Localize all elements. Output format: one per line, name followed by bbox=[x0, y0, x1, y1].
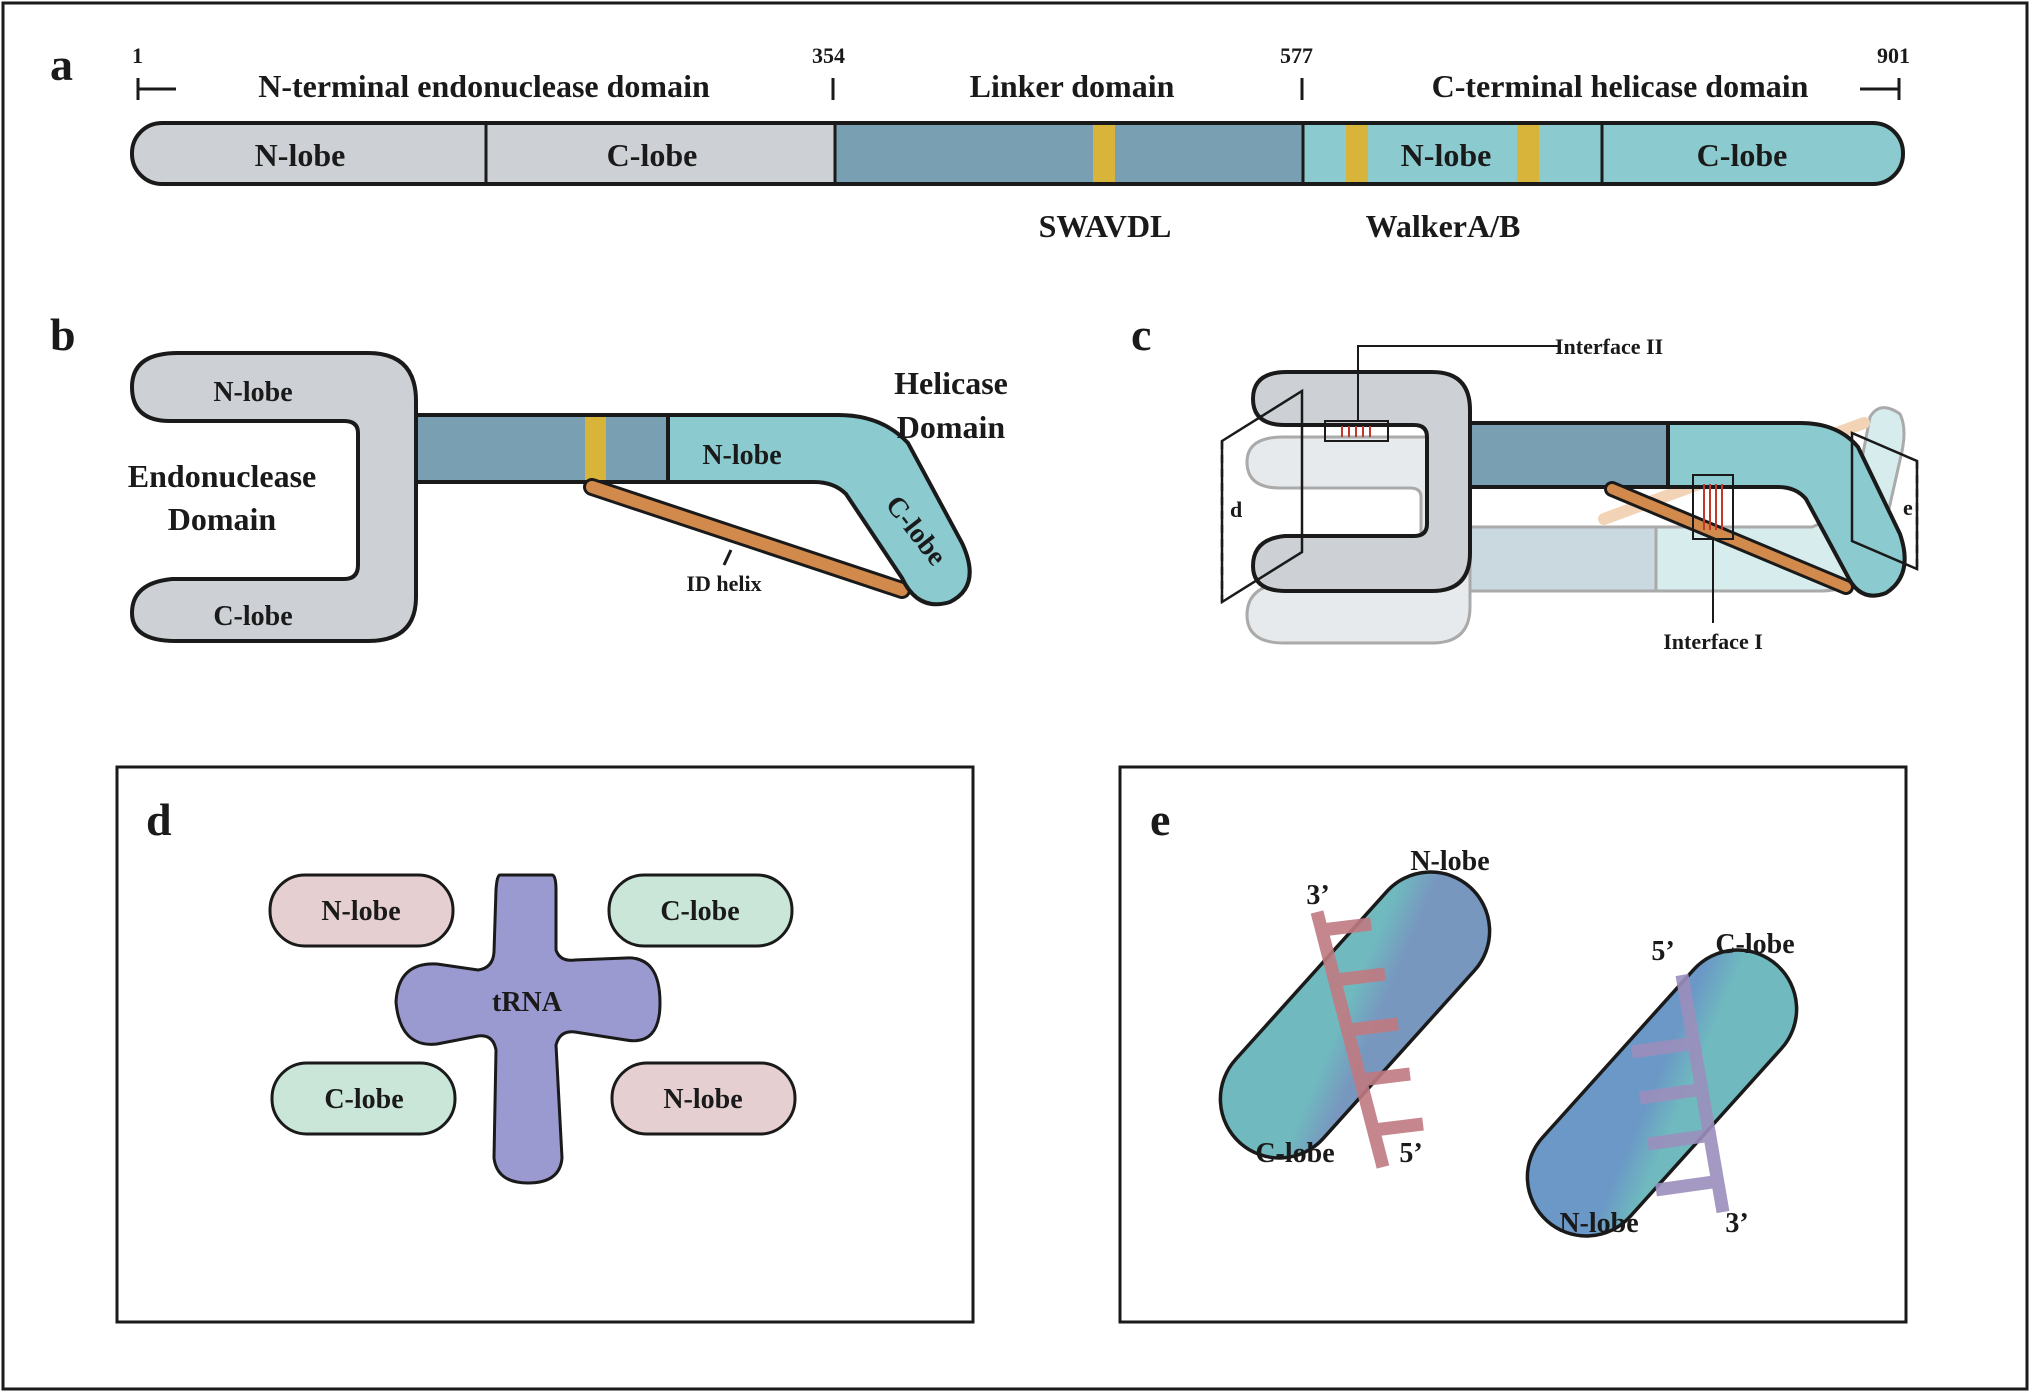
position-354: 354 bbox=[812, 43, 845, 68]
d-top-left-label: N-lobe bbox=[321, 896, 400, 927]
helicase-bent-shape bbox=[666, 413, 972, 607]
plane-d-outline bbox=[1220, 388, 1304, 605]
plane-d-label: d bbox=[1230, 497, 1242, 522]
e-right-3prime: 3’ bbox=[1725, 1208, 1748, 1239]
e-left-top-label: N-lobe bbox=[1410, 846, 1489, 877]
domain-title-endonuclease: N-terminal endonuclease domain bbox=[258, 68, 710, 104]
d-bottom-left-lobe bbox=[270, 1061, 457, 1136]
segment-hel-n-lobe: N-lobe bbox=[1401, 137, 1492, 173]
domain-title-linker: Linker domain bbox=[970, 68, 1175, 104]
e-right-top-label: C-lobe bbox=[1715, 929, 1794, 960]
linker-motif bbox=[585, 417, 606, 480]
plane-e-outline bbox=[1850, 431, 1919, 571]
position-901: 901 bbox=[1877, 43, 1910, 68]
position-markers bbox=[136, 78, 1901, 100]
id-helix-fill bbox=[586, 481, 908, 596]
d-bottom-right-lobe bbox=[610, 1061, 797, 1136]
e-left-bottom-label: C-lobe bbox=[1255, 1138, 1334, 1169]
e-left-3prime: 3’ bbox=[1306, 880, 1329, 911]
panel-b: b N-lobe C-lobe Endonuclease Domain N-lo… bbox=[50, 309, 1008, 643]
trna-cross bbox=[394, 873, 662, 1185]
segment-hel-c-lobe: C-lobe bbox=[1697, 137, 1788, 173]
e-left-5prime: 5’ bbox=[1399, 1138, 1422, 1169]
endo-domain-label-1: Endonuclease bbox=[128, 458, 316, 494]
bar-linker bbox=[835, 123, 1303, 184]
panel-e-frame bbox=[1118, 765, 1908, 1324]
panel-a: a 1 354 577 901 N-terminal endonuclease … bbox=[50, 39, 1910, 244]
bar-endonuclease bbox=[132, 123, 835, 184]
trna-label: tRNA bbox=[492, 987, 563, 1018]
endonuclease-u-shape bbox=[129, 351, 418, 643]
id-helix-label: ID helix bbox=[686, 571, 761, 596]
e-left-capsule bbox=[1218, 870, 1492, 1160]
interface-1-marks bbox=[1703, 484, 1723, 530]
endo-c-lobe-label: C-lobe bbox=[213, 601, 292, 632]
e-left-strand bbox=[1310, 910, 1424, 1169]
domain-bar bbox=[132, 123, 1903, 184]
position-1: 1 bbox=[132, 43, 143, 68]
motif-label-walker: WalkerA/B bbox=[1366, 208, 1521, 244]
e-right-pair: C-lobe N-lobe 5’ 3’ bbox=[1525, 929, 1799, 1239]
panel-c: c d e bbox=[1131, 309, 1919, 654]
motif-label-swavdl: SWAVDL bbox=[1039, 208, 1172, 244]
hel-n-lobe-label: N-lobe bbox=[702, 440, 781, 471]
linker-bar bbox=[414, 413, 670, 484]
endo-domain-label-2: Domain bbox=[168, 501, 277, 537]
motif-walker-a bbox=[1346, 123, 1368, 184]
e-right-bottom-label: N-lobe bbox=[1559, 1208, 1638, 1239]
hel-domain-label-2: Domain bbox=[897, 409, 1006, 445]
segment-endo-c-lobe: C-lobe bbox=[607, 137, 698, 173]
position-577: 577 bbox=[1280, 43, 1313, 68]
interface-2-label: Interface II bbox=[1555, 334, 1663, 359]
front-helicase bbox=[1666, 421, 1907, 598]
interface-2-marks bbox=[1341, 426, 1371, 437]
d-bottom-left-label: C-lobe bbox=[324, 1084, 403, 1115]
panel-e-letter: e bbox=[1150, 794, 1170, 845]
back-linker bbox=[1468, 525, 1658, 593]
hel-domain-label-1: Helicase bbox=[894, 365, 1008, 401]
e-right-strand bbox=[1631, 973, 1730, 1214]
motif-swavdl bbox=[1093, 123, 1115, 184]
e-left-pair: N-lobe C-lobe 3’ 5’ bbox=[1218, 846, 1492, 1169]
plane-d: d bbox=[1220, 388, 1304, 605]
bar-outline bbox=[130, 121, 1905, 186]
front-linker bbox=[1468, 421, 1670, 489]
id-helix-pointer bbox=[722, 549, 733, 566]
panel-b-letter: b bbox=[50, 309, 76, 360]
d-top-left-lobe bbox=[268, 873, 455, 948]
d-top-right-label: C-lobe bbox=[660, 896, 739, 927]
endo-n-lobe-label: N-lobe bbox=[213, 377, 292, 408]
panel-d-frame bbox=[115, 765, 975, 1324]
bar-dividers bbox=[484, 123, 1604, 184]
panel-e: e N-lobe C-lobe bbox=[1118, 765, 1908, 1324]
interface-1-label: Interface I bbox=[1663, 629, 1763, 654]
plane-e: e bbox=[1850, 431, 1919, 571]
plane-e-label: e bbox=[1903, 495, 1913, 520]
motif-walker-b bbox=[1517, 123, 1539, 184]
panel-d: d N-lobe C-lobe C-lobe N-lobe tRNA bbox=[115, 765, 975, 1324]
panel-c-letter: c bbox=[1131, 309, 1151, 360]
d-bottom-right-label: N-lobe bbox=[663, 1084, 742, 1115]
e-right-5prime: 5’ bbox=[1651, 936, 1674, 967]
panel-d-letter: d bbox=[146, 794, 172, 845]
d-top-right-lobe bbox=[607, 873, 794, 948]
interface-2-leader bbox=[1357, 345, 1560, 421]
domain-title-helicase: C-terminal helicase domain bbox=[1432, 68, 1809, 104]
panel-a-letter: a bbox=[50, 39, 73, 90]
interface-2-box bbox=[1324, 420, 1389, 442]
segment-endo-n-lobe: N-lobe bbox=[255, 137, 346, 173]
